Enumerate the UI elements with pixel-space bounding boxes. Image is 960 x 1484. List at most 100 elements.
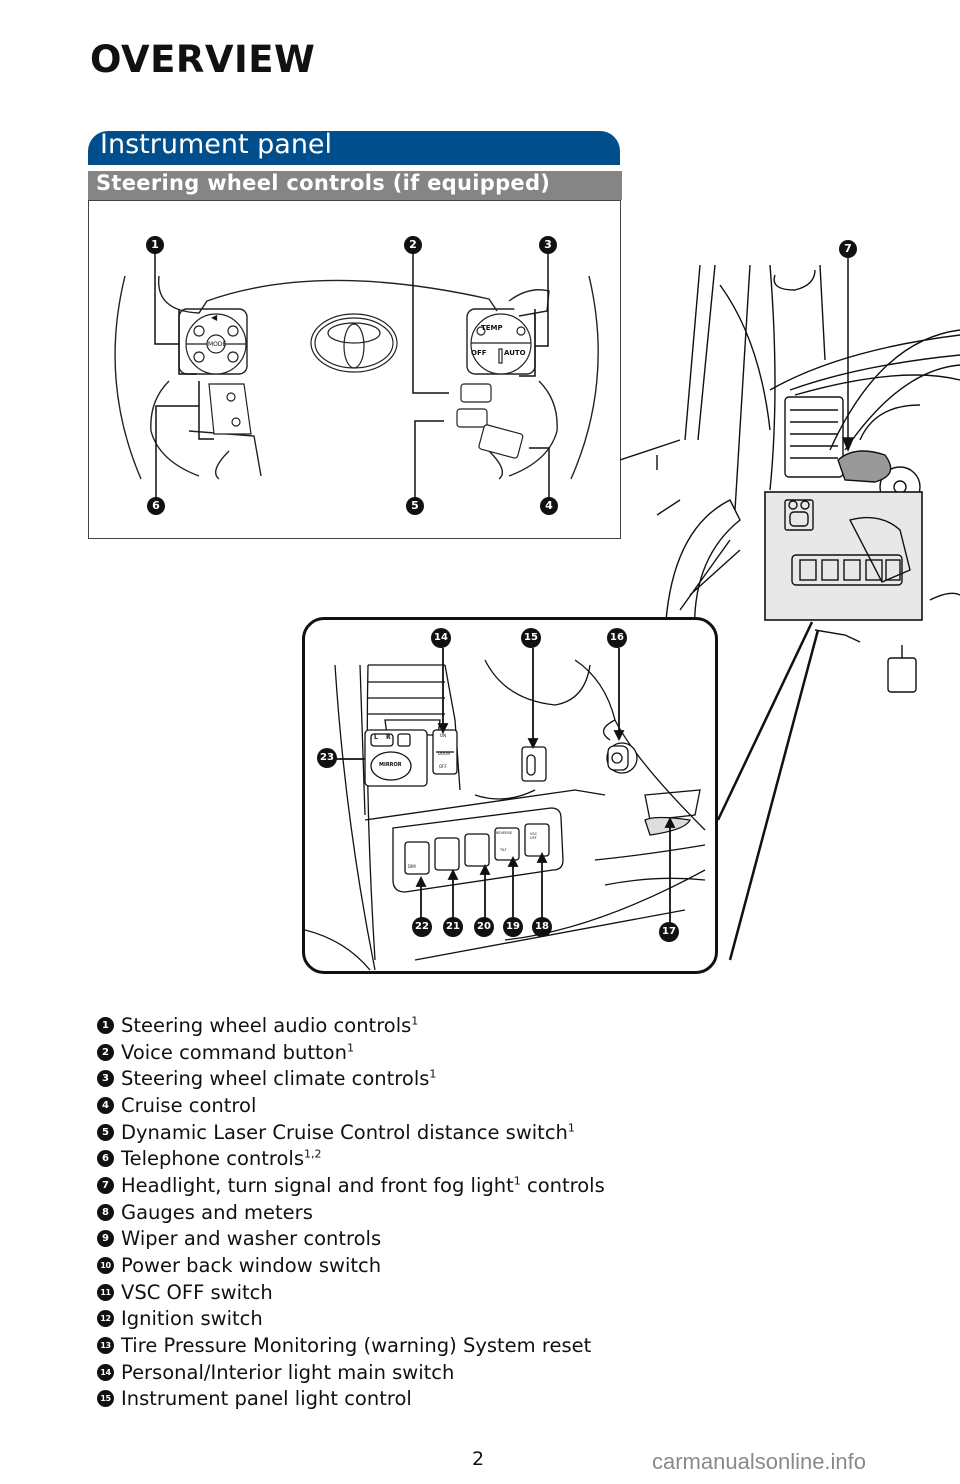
- callout-20: 20: [474, 917, 494, 937]
- legend-item: 15 Instrument panel light control: [97, 1386, 605, 1413]
- volume-icon: ◀: [211, 313, 218, 322]
- phone-on-icon: [226, 392, 236, 402]
- interior-on-label: ON: [440, 733, 447, 738]
- legend-text: Steering wheel climate controls1: [121, 1067, 436, 1090]
- dashboard-drawing: [620, 264, 960, 693]
- legend-label: Gauges and meters: [121, 1200, 313, 1224]
- mirror-right-label: R: [386, 734, 391, 741]
- legend-label: VSC OFF switch: [121, 1280, 273, 1304]
- auto-label: AUTO: [504, 349, 526, 357]
- callout-6: 6: [147, 497, 165, 515]
- steering-wheel-illustration: [114, 275, 599, 480]
- legend-number-badge: 14: [97, 1363, 114, 1381]
- interior-off-label: OFF: [439, 764, 447, 769]
- reverse-label: REVERSE: [496, 831, 513, 835]
- legend-number-badge: 13: [97, 1337, 114, 1355]
- center-console-inset: L R MIRROR ON DOOR OFF DIM REVERSE TILT …: [302, 617, 718, 974]
- audio-control-pod: [185, 313, 247, 375]
- tilt-label: TILT: [500, 848, 507, 852]
- legend-label: Steering wheel audio controls: [121, 1013, 412, 1037]
- legend-text: Instrument panel light control: [121, 1387, 412, 1410]
- callout-5: 5: [406, 497, 424, 515]
- legend-text: Wiper and washer controls: [121, 1227, 381, 1250]
- inset-leader-lines: [335, 648, 676, 925]
- legend-item: 12 Ignition switch: [97, 1306, 605, 1333]
- legend-text: Dynamic Laser Cruise Control distance sw…: [121, 1121, 575, 1144]
- steering-wheel-diagram: MODE ◀ TEMP OFF AUTO 1: [88, 200, 621, 539]
- legend-label: Wiper and washer controls: [121, 1227, 382, 1251]
- legend-number-badge: 4: [97, 1096, 114, 1114]
- legend-label: Telephone controls: [121, 1147, 304, 1171]
- legend-label: Personal/Interior light main switch: [121, 1360, 455, 1384]
- callout-16: 16: [607, 628, 627, 648]
- legend-footnote: 1: [346, 1041, 354, 1055]
- legend-text: Ignition switch: [121, 1307, 263, 1330]
- sub-header: Steering wheel controls (if equipped): [88, 171, 622, 200]
- callout-2: 2: [404, 236, 422, 254]
- dashboard-illustration: 7: [620, 190, 960, 710]
- callout-21: 21: [443, 917, 463, 937]
- interior-door-label: DOOR: [438, 751, 451, 756]
- legend-text: VSC OFF switch: [121, 1281, 273, 1304]
- callout-3: 3: [539, 236, 557, 254]
- reverse-tilt-button: [494, 827, 520, 861]
- dim-label: DIM: [408, 864, 416, 869]
- watermark: carmanualsonline.info: [652, 1449, 867, 1474]
- dashboard-leader-lines: [841, 258, 855, 452]
- temp-label: TEMP: [481, 324, 503, 332]
- callout-22: 22: [412, 917, 432, 937]
- climate-control-pod: [470, 313, 532, 375]
- legend-label: Cruise control: [121, 1093, 257, 1117]
- mirror-left-label: L: [374, 734, 378, 741]
- mirror-label: MIRROR: [379, 762, 402, 768]
- toyota-logo-icon: [310, 313, 398, 373]
- legend-text: Tire Pressure Monitoring (warning) Syste…: [121, 1334, 591, 1357]
- legend-number-badge: 2: [97, 1043, 114, 1061]
- legend-footnote: 1: [411, 1014, 419, 1028]
- callout-1: 1: [146, 236, 164, 254]
- legend-text: Headlight, turn signal and front fog lig…: [121, 1174, 605, 1197]
- leader-lines: [154, 254, 550, 506]
- legend-number-badge: 7: [97, 1176, 114, 1194]
- legend-text: Gauges and meters: [121, 1201, 313, 1224]
- legend-text: Telephone controls1,2: [121, 1147, 321, 1170]
- callout-17: 17: [659, 922, 679, 942]
- callout-14: 14: [431, 628, 451, 648]
- legend-text: Steering wheel audio controls1: [121, 1014, 418, 1037]
- legend-number-badge: 8: [97, 1203, 114, 1221]
- legend-label: Steering wheel climate controls: [121, 1067, 430, 1091]
- legend-number-badge: 11: [97, 1283, 114, 1301]
- legend-label: Tire Pressure Monitoring (warning) Syste…: [121, 1334, 592, 1358]
- legend-text: Cruise control: [121, 1094, 256, 1117]
- legend-footnote: 1,2: [303, 1147, 322, 1161]
- legend-text: Power back window switch: [121, 1254, 381, 1277]
- legend-number-badge: 12: [97, 1310, 114, 1328]
- section-header-label: Instrument panel: [100, 129, 333, 160]
- callout-7: 7: [839, 240, 857, 258]
- page-number: 2: [472, 1448, 485, 1470]
- center-console-drawing: [305, 659, 706, 971]
- legend-item: 5 Dynamic Laser Cruise Control distance s…: [97, 1119, 605, 1146]
- legend-item: 9 Wiper and washer controls: [97, 1226, 605, 1253]
- instrument-light-dimmer: [521, 746, 547, 782]
- legend-text: Personal/Interior light main switch: [121, 1361, 454, 1384]
- legend-number-badge: 15: [97, 1390, 114, 1408]
- legend-text: Voice command button1: [121, 1041, 354, 1064]
- legend-label: Voice command button: [121, 1040, 347, 1064]
- legend-item: 4 Cruise control: [97, 1092, 605, 1119]
- phone-control-pod: [208, 383, 252, 435]
- section-header: Instrument panel: [88, 129, 620, 165]
- legend-number-badge: 9: [97, 1230, 114, 1248]
- legend-label-suffix: controls: [520, 1173, 605, 1197]
- legend-item: 13 Tire Pressure Monitoring (warning) Sys…: [97, 1332, 605, 1359]
- mirror-switch: [364, 729, 428, 787]
- phone-off-icon: [231, 417, 241, 427]
- callout-19: 19: [503, 917, 523, 937]
- legend-number-badge: 5: [97, 1123, 114, 1141]
- voice-icon: [460, 383, 492, 403]
- legend-number-badge: 10: [97, 1257, 114, 1275]
